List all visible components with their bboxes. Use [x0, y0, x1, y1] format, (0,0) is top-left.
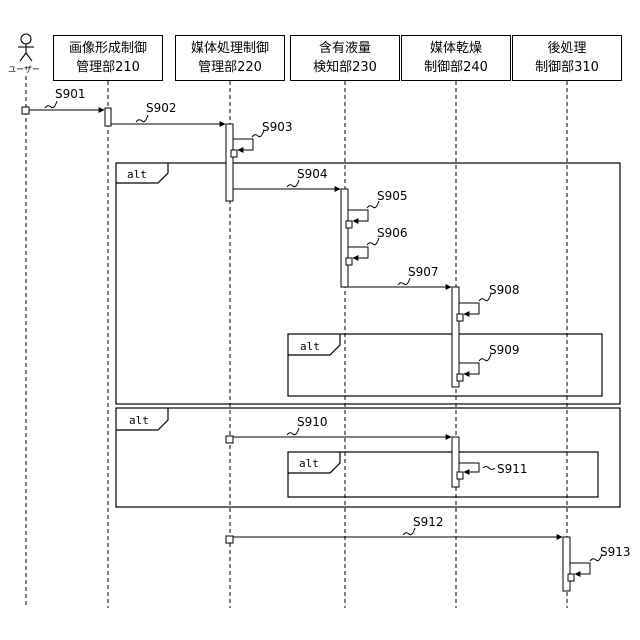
step-label-s901: S901 [55, 87, 86, 101]
step-label-s904: S904 [297, 167, 328, 181]
step-label-s902: S902 [146, 101, 177, 115]
step-label-s903: S903 [262, 120, 293, 134]
leader-s907 [398, 278, 410, 285]
actor-icon [18, 34, 34, 61]
self-call-s909 [459, 363, 479, 374]
self-activation [568, 574, 574, 581]
message-source [226, 536, 233, 543]
step-label-s907: S907 [408, 265, 439, 279]
message-source [22, 107, 29, 114]
activation-bar [105, 108, 111, 126]
self-activation [346, 258, 352, 265]
alt-label: alt [127, 168, 147, 181]
alt-fragment-mid [116, 408, 620, 507]
step-label-s909: S909 [489, 343, 520, 357]
leader-s910 [287, 428, 299, 435]
step-label-s912: S912 [413, 515, 444, 529]
self-activation [231, 150, 237, 157]
alt-label: alt [129, 414, 149, 427]
self-call-s911 [459, 463, 479, 472]
alt-fragment-outer [116, 163, 620, 404]
leader-s912 [403, 528, 415, 535]
alt-label: alt [299, 457, 319, 470]
self-call-s905 [348, 210, 368, 221]
leader-s902 [136, 115, 148, 122]
activation-bar [226, 124, 233, 201]
step-label-s905: S905 [377, 189, 408, 203]
message-source [226, 436, 233, 443]
alt-label: alt [300, 340, 320, 353]
alt-fragment-inner-1 [288, 334, 602, 396]
activation-bar [563, 537, 570, 591]
step-label-s906: S906 [377, 226, 408, 240]
self-call-s913 [570, 563, 590, 574]
step-label-s913: S913 [600, 545, 631, 559]
alt-fragment-inner-2 [288, 452, 598, 497]
activation-bar [341, 189, 348, 287]
self-activation [457, 374, 463, 381]
self-activation [457, 314, 463, 321]
step-label-s910: S910 [297, 415, 328, 429]
self-call-s903 [233, 139, 253, 150]
activation-bar [452, 287, 459, 387]
self-activation [346, 221, 352, 228]
self-call-s906 [348, 247, 368, 258]
step-label-s908: S908 [489, 283, 520, 297]
step-label-s911: S911 [497, 462, 528, 476]
leader-s904 [287, 180, 299, 187]
self-activation [457, 472, 463, 479]
leader-s901 [45, 101, 57, 108]
leader-s911 [483, 467, 495, 470]
self-call-s908 [459, 303, 479, 314]
